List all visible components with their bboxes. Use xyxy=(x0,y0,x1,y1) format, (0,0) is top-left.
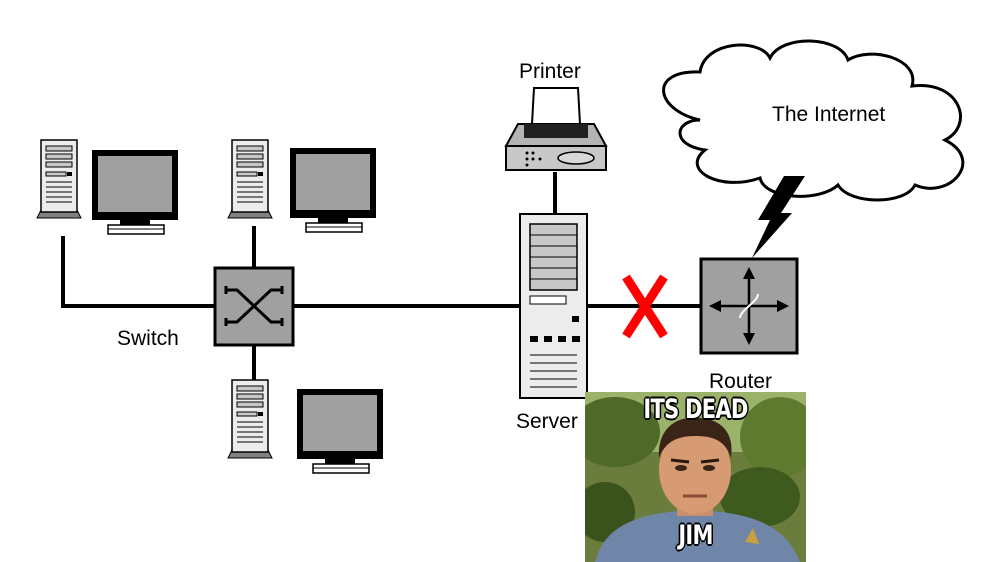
server-icon xyxy=(519,213,588,399)
internet-label: The Internet xyxy=(772,103,886,126)
computer-tower-icon xyxy=(227,379,273,459)
lightning-bolt-icon xyxy=(752,176,805,258)
broken-link-x-icon xyxy=(622,274,668,339)
meme-bottom-text: JIM xyxy=(678,520,713,551)
switch-icon xyxy=(213,266,295,347)
computer-tower-icon xyxy=(227,139,273,219)
server-label: Server xyxy=(516,410,578,433)
cloud-icon xyxy=(662,39,965,202)
meme-photo xyxy=(585,392,806,562)
monitor-icon xyxy=(91,149,179,235)
workstation-3 xyxy=(227,379,384,474)
computer-tower-icon xyxy=(36,139,82,219)
router-label: Router xyxy=(709,370,773,393)
printer-label: Printer xyxy=(519,60,581,83)
workstation-1 xyxy=(36,139,179,235)
meme-image: ITS DEAD JIM xyxy=(585,392,806,562)
switch-label: Switch xyxy=(117,327,179,350)
monitor-icon xyxy=(296,388,384,474)
meme-top-text: ITS DEAD xyxy=(643,394,748,425)
workstation-2 xyxy=(227,139,377,233)
link-pc1-switch xyxy=(61,236,215,308)
monitor-icon xyxy=(289,147,377,233)
printer-icon xyxy=(504,87,608,171)
router-icon xyxy=(699,257,799,355)
